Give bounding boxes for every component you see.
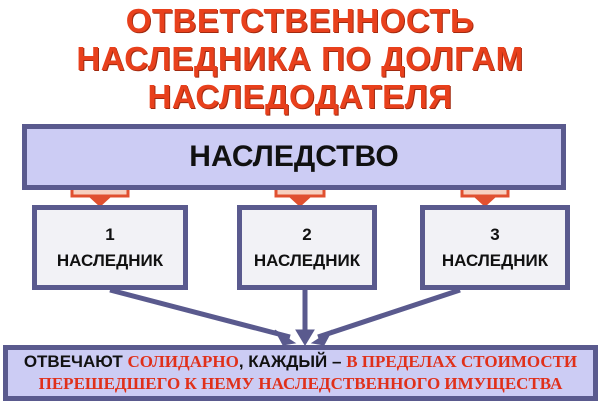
text-highlight: В ПРЕДЕЛАХ СТОИМОСТИ: [346, 352, 578, 371]
heir-box-1: 1 НАСЛЕДНИК: [32, 205, 188, 290]
title-line: НАСЛЕДОДАТЕЛЯ: [147, 78, 453, 115]
conclusion-box: ОТВЕЧАЮТ СОЛИДАРНО, КАЖДЫЙ – В ПРЕДЕЛАХ …: [3, 345, 598, 401]
heir-box-2: 2 НАСЛЕДНИК: [237, 205, 377, 290]
heir-number: 1: [105, 224, 115, 244]
title-line: НАСЛЕДНИКА ПО ДОЛГАМ: [76, 40, 524, 77]
arrowhead-icon: [310, 329, 333, 346]
heir-label: НАСЛЕДНИК: [253, 250, 361, 270]
title-line: ОТВЕТСТВЕННОСТЬ: [125, 2, 475, 39]
text: ОТВЕЧАЮТ: [23, 352, 128, 371]
arrow-line: [109, 287, 291, 340]
heir-box-3: 3 НАСЛЕДНИК: [420, 205, 570, 290]
heir-number: 2: [302, 224, 312, 244]
arrowhead-icon: [295, 329, 315, 346]
page-title: ОТВЕТСТВЕННОСТЬ НАСЛЕДНИКА ПО ДОЛГАМ НАС…: [0, 2, 600, 116]
arrow-line: [317, 287, 461, 340]
heir-number: 3: [490, 224, 500, 244]
heir-label: НАСЛЕДНИК: [441, 250, 549, 270]
conclusion-line-1: ОТВЕЧАЮТ СОЛИДАРНО, КАЖДЫЙ – В ПРЕДЕЛАХ …: [24, 351, 577, 373]
conclusion-line-2: ПЕРЕШЕДШЕГО К НЕМУ НАСЛЕДСТВЕННОГО ИМУЩЕ…: [38, 374, 563, 393]
arrowhead-icon: [274, 329, 297, 346]
text-highlight: СОЛИДАРНО: [127, 352, 239, 371]
heir-label: НАСЛЕДНИК: [56, 250, 164, 270]
estate-box: НАСЛЕДСТВО: [22, 124, 566, 190]
text: , КАЖДЫЙ –: [238, 352, 347, 371]
